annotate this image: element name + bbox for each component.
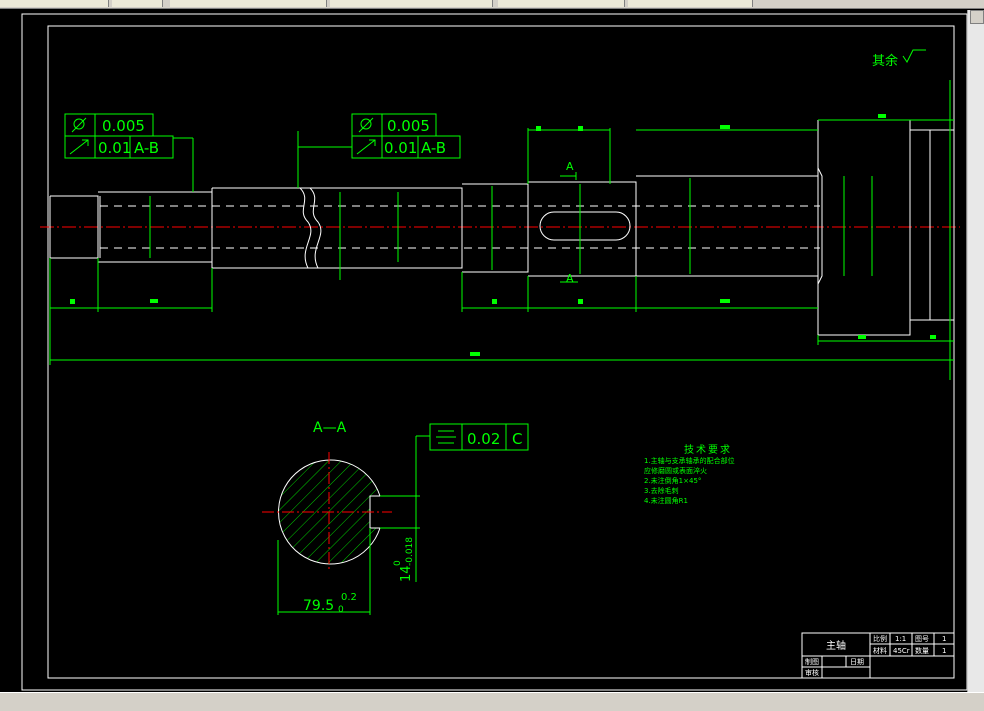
section-key-tol-upper: 0 — [393, 560, 403, 566]
section-key-tol-lower: -0.018 — [405, 537, 415, 566]
runout-arrow-icon-2 — [356, 139, 376, 155]
count-value: 1 — [942, 647, 946, 655]
sheet-label: 图号 — [915, 635, 929, 643]
title-block-text: 主轴 比例 1:1 图号 1 材料 45Cr 数量 1 制图 日期 审核 — [805, 634, 946, 677]
sheet-value: 1 — [942, 635, 946, 643]
section-dimensions — [277, 435, 430, 615]
tab-1[interactable] — [0, 0, 109, 7]
window-tab-strip — [0, 0, 984, 9]
scale-label: 比例 — [873, 634, 887, 643]
tolerance-right-value-2: 0.01 — [384, 139, 417, 157]
break-line — [299, 187, 312, 269]
hidden-lines — [100, 205, 820, 249]
scale-value: 1:1 — [895, 635, 906, 643]
date-label: 日期 — [850, 658, 864, 666]
symmetry-datum: C — [512, 430, 522, 448]
keyway-slot — [539, 211, 631, 241]
tab-3[interactable] — [330, 0, 493, 7]
tech-req-item-1b: 应修磨圆或表面淬火 — [644, 467, 707, 475]
dimension-text-marks — [70, 114, 936, 356]
technical-requirements-title: 技术要求 — [684, 445, 732, 456]
technical-requirements: 技术要求 1.主轴与支承轴承的配合部位 应修磨圆或表面淬火 2.未注倒角1×45… — [644, 441, 735, 506]
tolerance-left-value-1: 0.005 — [102, 117, 145, 135]
part-name: 主轴 — [826, 639, 846, 652]
tolerance-right-datum: A-B — [421, 139, 446, 157]
tab-5[interactable] — [628, 0, 753, 7]
tolerance-frame-right: 0.005 0.01 A-B — [297, 113, 461, 188]
tech-req-item-2: 2.未注倒角1×45° — [644, 477, 702, 485]
check-label: 审核 — [805, 668, 819, 677]
symmetry-value: 0.02 — [467, 430, 500, 448]
tolerance-left-value-2: 0.01 — [98, 139, 131, 157]
section-key-dim: 14 — [399, 565, 414, 582]
section-marker-top — [560, 172, 577, 180]
tech-req-item-3: 3.去除毛刺 — [644, 487, 679, 495]
section-width-dim: 79.5 — [303, 598, 334, 614]
tech-req-item-1: 1.主轴与支承轴承的配合部位 — [644, 457, 735, 465]
tech-req-item-4: 4.未注圆角R1 — [644, 497, 688, 505]
section-width-tol-lower: 0 — [338, 605, 344, 615]
break-line-2 — [309, 187, 322, 269]
section-width-tol: 0.2 — [341, 592, 357, 603]
title-block — [801, 632, 955, 679]
tab-4[interactable] — [498, 0, 625, 7]
material-label: 材料 — [873, 646, 887, 655]
section-marker-label-top: A — [566, 160, 574, 173]
cylindricity-icon-2 — [358, 117, 374, 133]
outer-frame — [21, 13, 968, 691]
material-value: 45Cr — [893, 647, 910, 655]
symmetry-icon — [436, 430, 456, 444]
tab-2[interactable] — [170, 0, 327, 7]
drawn-label: 制图 — [805, 657, 819, 666]
surface-finish-note: 其余 — [872, 53, 898, 69]
dimension-lines — [49, 80, 954, 380]
status-bar — [0, 692, 984, 711]
tolerance-right-value-1: 0.005 — [387, 117, 430, 135]
toolbar-icons — [112, 0, 163, 7]
cylindricity-icon — [71, 117, 87, 133]
count-label: 数量 — [915, 646, 929, 655]
surface-finish-icon — [902, 49, 926, 63]
tolerance-frame-left: 0.005 0.01 A-B — [64, 113, 194, 192]
runout-arrow-icon — [69, 139, 89, 155]
tolerance-left-datum: A-B — [134, 139, 159, 157]
symmetry-frame: 0.02 C — [429, 423, 529, 451]
section-marker-label-bottom: A — [566, 272, 574, 285]
section-view-circle — [262, 452, 392, 572]
section-view-title: A—A — [313, 420, 347, 436]
